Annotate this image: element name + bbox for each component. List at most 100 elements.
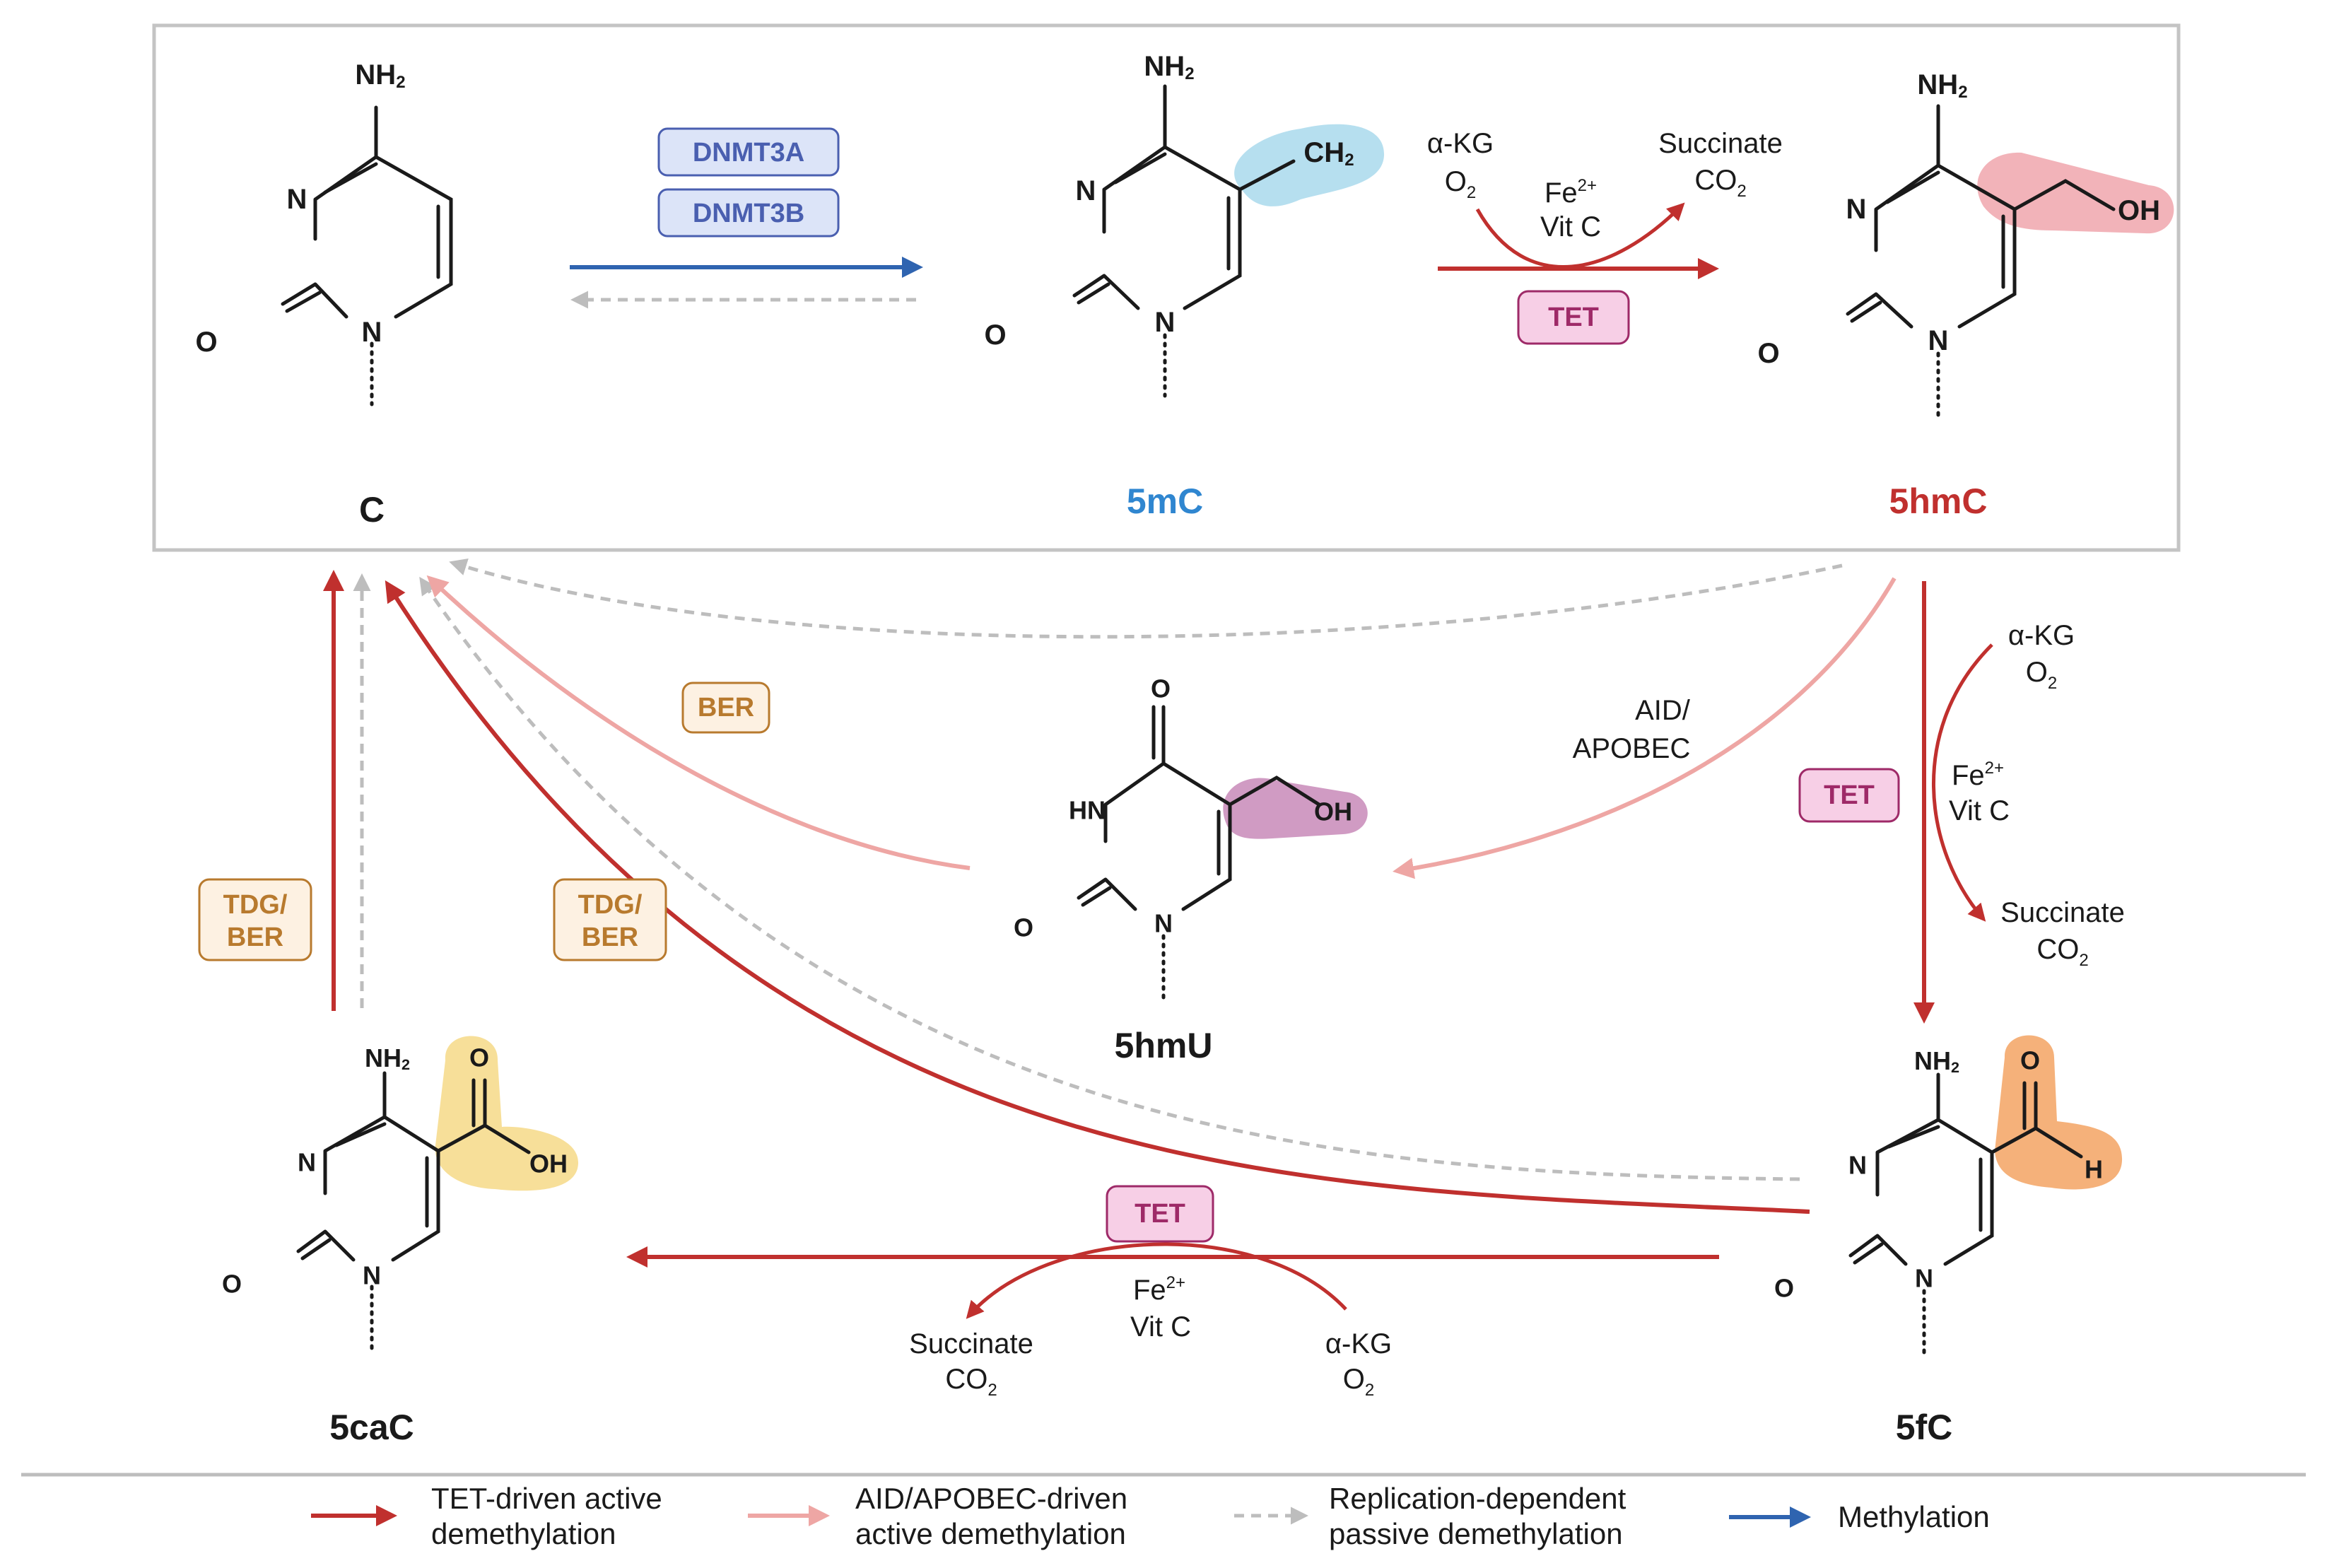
5hmu-o-top: O — [1151, 674, 1171, 703]
svg-text:TET: TET — [1548, 303, 1599, 332]
cof2-succinate: Succinate — [2000, 897, 2125, 928]
cof3-co2: CO2 — [945, 1364, 997, 1400]
label-5hmu: 5hmU — [1115, 1026, 1213, 1065]
svg-text:Replication-dependent: Replication-dependent — [1329, 1482, 1626, 1515]
badge-tet-1: TET — [1517, 290, 1630, 345]
5hmc-oh: OH — [2118, 195, 2160, 226]
label-5fc: 5fC — [1896, 1408, 1953, 1447]
arrow-passive-5hmc-c — [449, 558, 1843, 639]
aid-apobec-label-2: APOBEC — [1573, 733, 1691, 764]
methylation-box — [152, 23, 2181, 552]
molecule-5cac: NH2 N N O O OH 5caC — [222, 1036, 579, 1447]
cof2-vitc: Vit C — [1949, 795, 2010, 826]
c-n3: N — [287, 184, 307, 215]
5fc-nh2: NH2 — [1914, 1046, 1959, 1076]
badge-tet-3: TET — [1106, 1185, 1214, 1243]
5fc-o-formyl: O — [2020, 1046, 2040, 1075]
5cac-o: O — [222, 1270, 242, 1299]
badge-dnmt3a: DNMT3A — [657, 127, 840, 177]
c-n1: N — [362, 317, 382, 348]
svg-text:BER: BER — [582, 923, 638, 952]
cof1-co2: CO2 — [1694, 165, 1746, 201]
5hmc-n3: N — [1846, 194, 1867, 225]
molecule-5hmu: O HN N O OH 5hmU — [1014, 674, 1368, 1065]
svg-text:TET: TET — [1135, 1199, 1185, 1229]
5fc-h: H — [2085, 1155, 2103, 1184]
5mc-n3: N — [1076, 175, 1096, 206]
c-nh2: NH2 — [355, 59, 405, 92]
5cac-o-carbonyl: O — [469, 1043, 489, 1072]
c-o: O — [195, 327, 217, 358]
svg-text:BER: BER — [698, 693, 754, 722]
svg-text:active demethylation: active demethylation — [855, 1517, 1126, 1550]
highlight-hydroxymethyl — [1977, 152, 2174, 234]
molecule-5fc: NH2 N N O O H 5fC — [1774, 1035, 2123, 1447]
svg-text:TDG/: TDG/ — [223, 890, 288, 920]
label-5hmc: 5hmC — [1889, 481, 1988, 521]
svg-text:DNMT3B: DNMT3B — [693, 199, 804, 228]
molecule-c: NH2 N N O C — [195, 59, 453, 530]
5fc-o: O — [1774, 1274, 1794, 1303]
5cac-n3: N — [298, 1148, 316, 1177]
svg-text:TDG/: TDG/ — [578, 890, 643, 920]
svg-text:TET: TET — [1824, 780, 1875, 810]
5fc-n3: N — [1848, 1151, 1867, 1180]
5hmu-oh: OH — [1314, 797, 1352, 826]
highlight-formyl — [1995, 1035, 2123, 1190]
arrow-cofactor-5hmc-5fc — [1932, 643, 1993, 922]
cof2-akg: α-KG — [2008, 620, 2075, 651]
svg-text:Methylation: Methylation — [1838, 1500, 1990, 1533]
cof1-succinate: Succinate — [1658, 128, 1783, 159]
arrow-tdg-5fc-c — [385, 580, 1810, 1214]
legend-aid: AID/APOBEC-driven active demethylation — [748, 1482, 1127, 1550]
5hmc-nh2: NH2 — [1917, 69, 1967, 102]
label-c: C — [359, 490, 385, 530]
arrow-cofactor-5fc-5cac — [966, 1242, 1347, 1319]
5hmu-n1: N — [1154, 909, 1173, 938]
5mc-n1: N — [1155, 307, 1176, 338]
5cac-oh: OH — [529, 1149, 568, 1178]
svg-text:AID/APOBEC-driven: AID/APOBEC-driven — [855, 1482, 1127, 1515]
5hmu-o: O — [1014, 913, 1033, 942]
badge-tdg-ber-2: TDG/ BER — [553, 878, 667, 961]
molecule-5mc: NH2 N N O CH2 5mC — [984, 51, 1385, 521]
legend-passive: Replication-dependent passive demethylat… — [1234, 1482, 1626, 1550]
badge-tdg-ber-1: TDG/ BER — [198, 878, 312, 961]
cof1-o2: O2 — [1445, 166, 1476, 202]
5cac-nh2: NH2 — [365, 1043, 410, 1073]
svg-text:DNMT3A: DNMT3A — [693, 138, 804, 168]
cof1-akg: α-KG — [1427, 128, 1494, 159]
svg-text:demethylation: demethylation — [431, 1517, 616, 1550]
cof3-o2: O2 — [1343, 1364, 1374, 1400]
highlight-methyl — [1234, 124, 1385, 206]
badge-tet-2: TET — [1798, 768, 1900, 823]
5mc-ch3: CH2 — [1303, 137, 1354, 170]
cof3-succinate: Succinate — [909, 1328, 1033, 1359]
5mc-nh2: NH2 — [1144, 51, 1194, 83]
cof3-akg: α-KG — [1325, 1328, 1392, 1359]
cof1-fe: Fe2+ — [1545, 176, 1597, 209]
badge-ber: BER — [681, 681, 770, 734]
5mc-o: O — [984, 320, 1006, 351]
molecule-5hmc: NH2 N N O OH 5hmC — [1757, 69, 2174, 521]
svg-text:TET-driven active: TET-driven active — [431, 1482, 662, 1515]
badge-dnmt3b: DNMT3B — [657, 188, 840, 238]
5hmc-n1: N — [1928, 325, 1949, 356]
label-5cac: 5caC — [329, 1408, 414, 1447]
cof2-o2: O2 — [2026, 657, 2057, 693]
cof3-vitc: Vit C — [1130, 1311, 1191, 1342]
5cac-n1: N — [363, 1261, 381, 1290]
label-5mc: 5mC — [1127, 481, 1203, 521]
5hmc-o: O — [1757, 338, 1779, 369]
5hmu-hn: HN — [1069, 796, 1106, 825]
cof3-fe: Fe2+ — [1133, 1273, 1185, 1306]
arrow-ber-5hmu-c — [426, 575, 971, 870]
cof2-fe: Fe2+ — [1952, 759, 2004, 791]
legend-tet: TET-driven active demethylation — [311, 1482, 662, 1550]
5fc-n1: N — [1915, 1264, 1933, 1293]
highlight-carboxyl — [435, 1036, 579, 1191]
svg-text:passive demethylation: passive demethylation — [1329, 1517, 1623, 1550]
cof2-co2: CO2 — [2036, 934, 2088, 970]
legend-methylation: Methylation — [1729, 1500, 1990, 1533]
